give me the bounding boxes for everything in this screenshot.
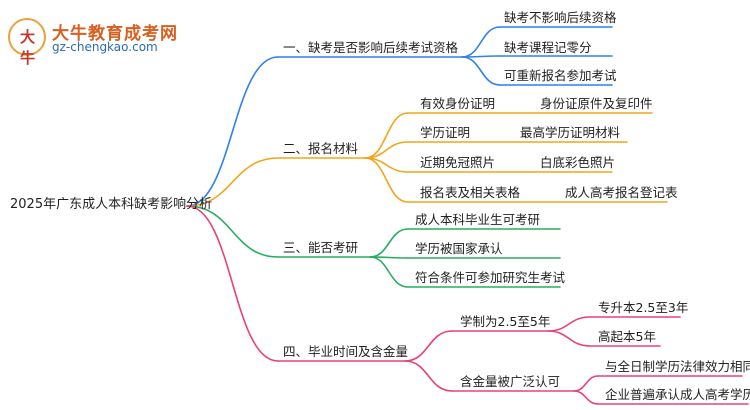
branch-1-item-1: 缺考不影响后续资格: [504, 10, 617, 25]
branch-2-item-3: 近期免冠照片: [420, 155, 496, 170]
branch-2-item-2-detail: 最高学历证明材料: [520, 125, 621, 140]
branch-4-item-2-child-2: 企业普遍承认成人高考学历: [605, 387, 750, 402]
logo-badge: 大牛: [8, 18, 46, 67]
branch-4-item-2-child-1: 与全日制学历法律效力相同: [605, 359, 750, 374]
branch-1-item-2: 缺考课程记零分: [504, 40, 592, 55]
branch-4-link-2: [404, 360, 453, 392]
branch-4-item-1-child-2: 高起本5年: [598, 329, 656, 344]
branch-2-item-2: 学历证明: [420, 125, 471, 140]
branch-4-sub-link-2-1: [573, 375, 599, 392]
root-to-branch-4: [186, 205, 279, 362]
branch-2-item-4: 报名表及相关表格: [420, 185, 521, 200]
branch-4-sub-link-1-1: [547, 316, 591, 332]
branch-4-item-1: 学制为2.5至5年: [460, 314, 551, 329]
branch-4-item-2: 含金量被广泛认可: [460, 374, 561, 389]
logo-title: 大牛教育成考网: [52, 24, 178, 44]
branch-3-link-1: [369, 228, 409, 258]
branch-1-item-3: 可重新报名参加考试: [504, 68, 617, 83]
branch-1-link-3: [461, 56, 501, 86]
root-to-branch-1: [186, 56, 279, 207]
root-to-branch-3: [186, 205, 279, 258]
branch-2-item-4-detail: 成人高考报名登记表: [565, 185, 678, 200]
branch-3-link-3: [369, 256, 409, 288]
root-node: 2025年广东成人本科缺考影响分析: [10, 197, 213, 212]
branch-1-label: 一、缺考是否影响后续考试资格: [283, 40, 459, 55]
branch-3-item-2: 学历被国家承认: [415, 241, 503, 256]
branch-1-link-1: [461, 26, 501, 58]
branch-4-link-1: [404, 330, 453, 362]
branch-3-label: 三、能否考研: [283, 240, 359, 255]
branch-3-item-1: 成人本科毕业生可考研: [415, 212, 541, 227]
branch-4-sub-link-1-2: [547, 330, 591, 347]
root-to-branch-2: [186, 157, 279, 207]
branch-2-item-1-detail: 身份证原件及复印件: [540, 96, 653, 111]
branch-2-item-1: 有效身份证明: [420, 96, 496, 111]
logo-icon: 大牛: [20, 28, 36, 67]
branch-2-link-1: [364, 112, 409, 159]
branch-4-label: 四、毕业时间及含金量: [283, 344, 409, 359]
branch-4-item-1-child-1: 专升本2.5至3年: [598, 300, 689, 315]
branch-3-item-3: 符合条件可参加研究生考试: [415, 270, 566, 285]
branch-2-link-4: [364, 157, 409, 203]
logo-url: gz-chengkao.com: [52, 40, 158, 54]
branch-2-item-3-detail: 白底彩色照片: [540, 155, 616, 170]
branch-2-label: 二、报名材料: [283, 141, 359, 156]
branch-4-sub-link-2-2: [573, 390, 599, 405]
